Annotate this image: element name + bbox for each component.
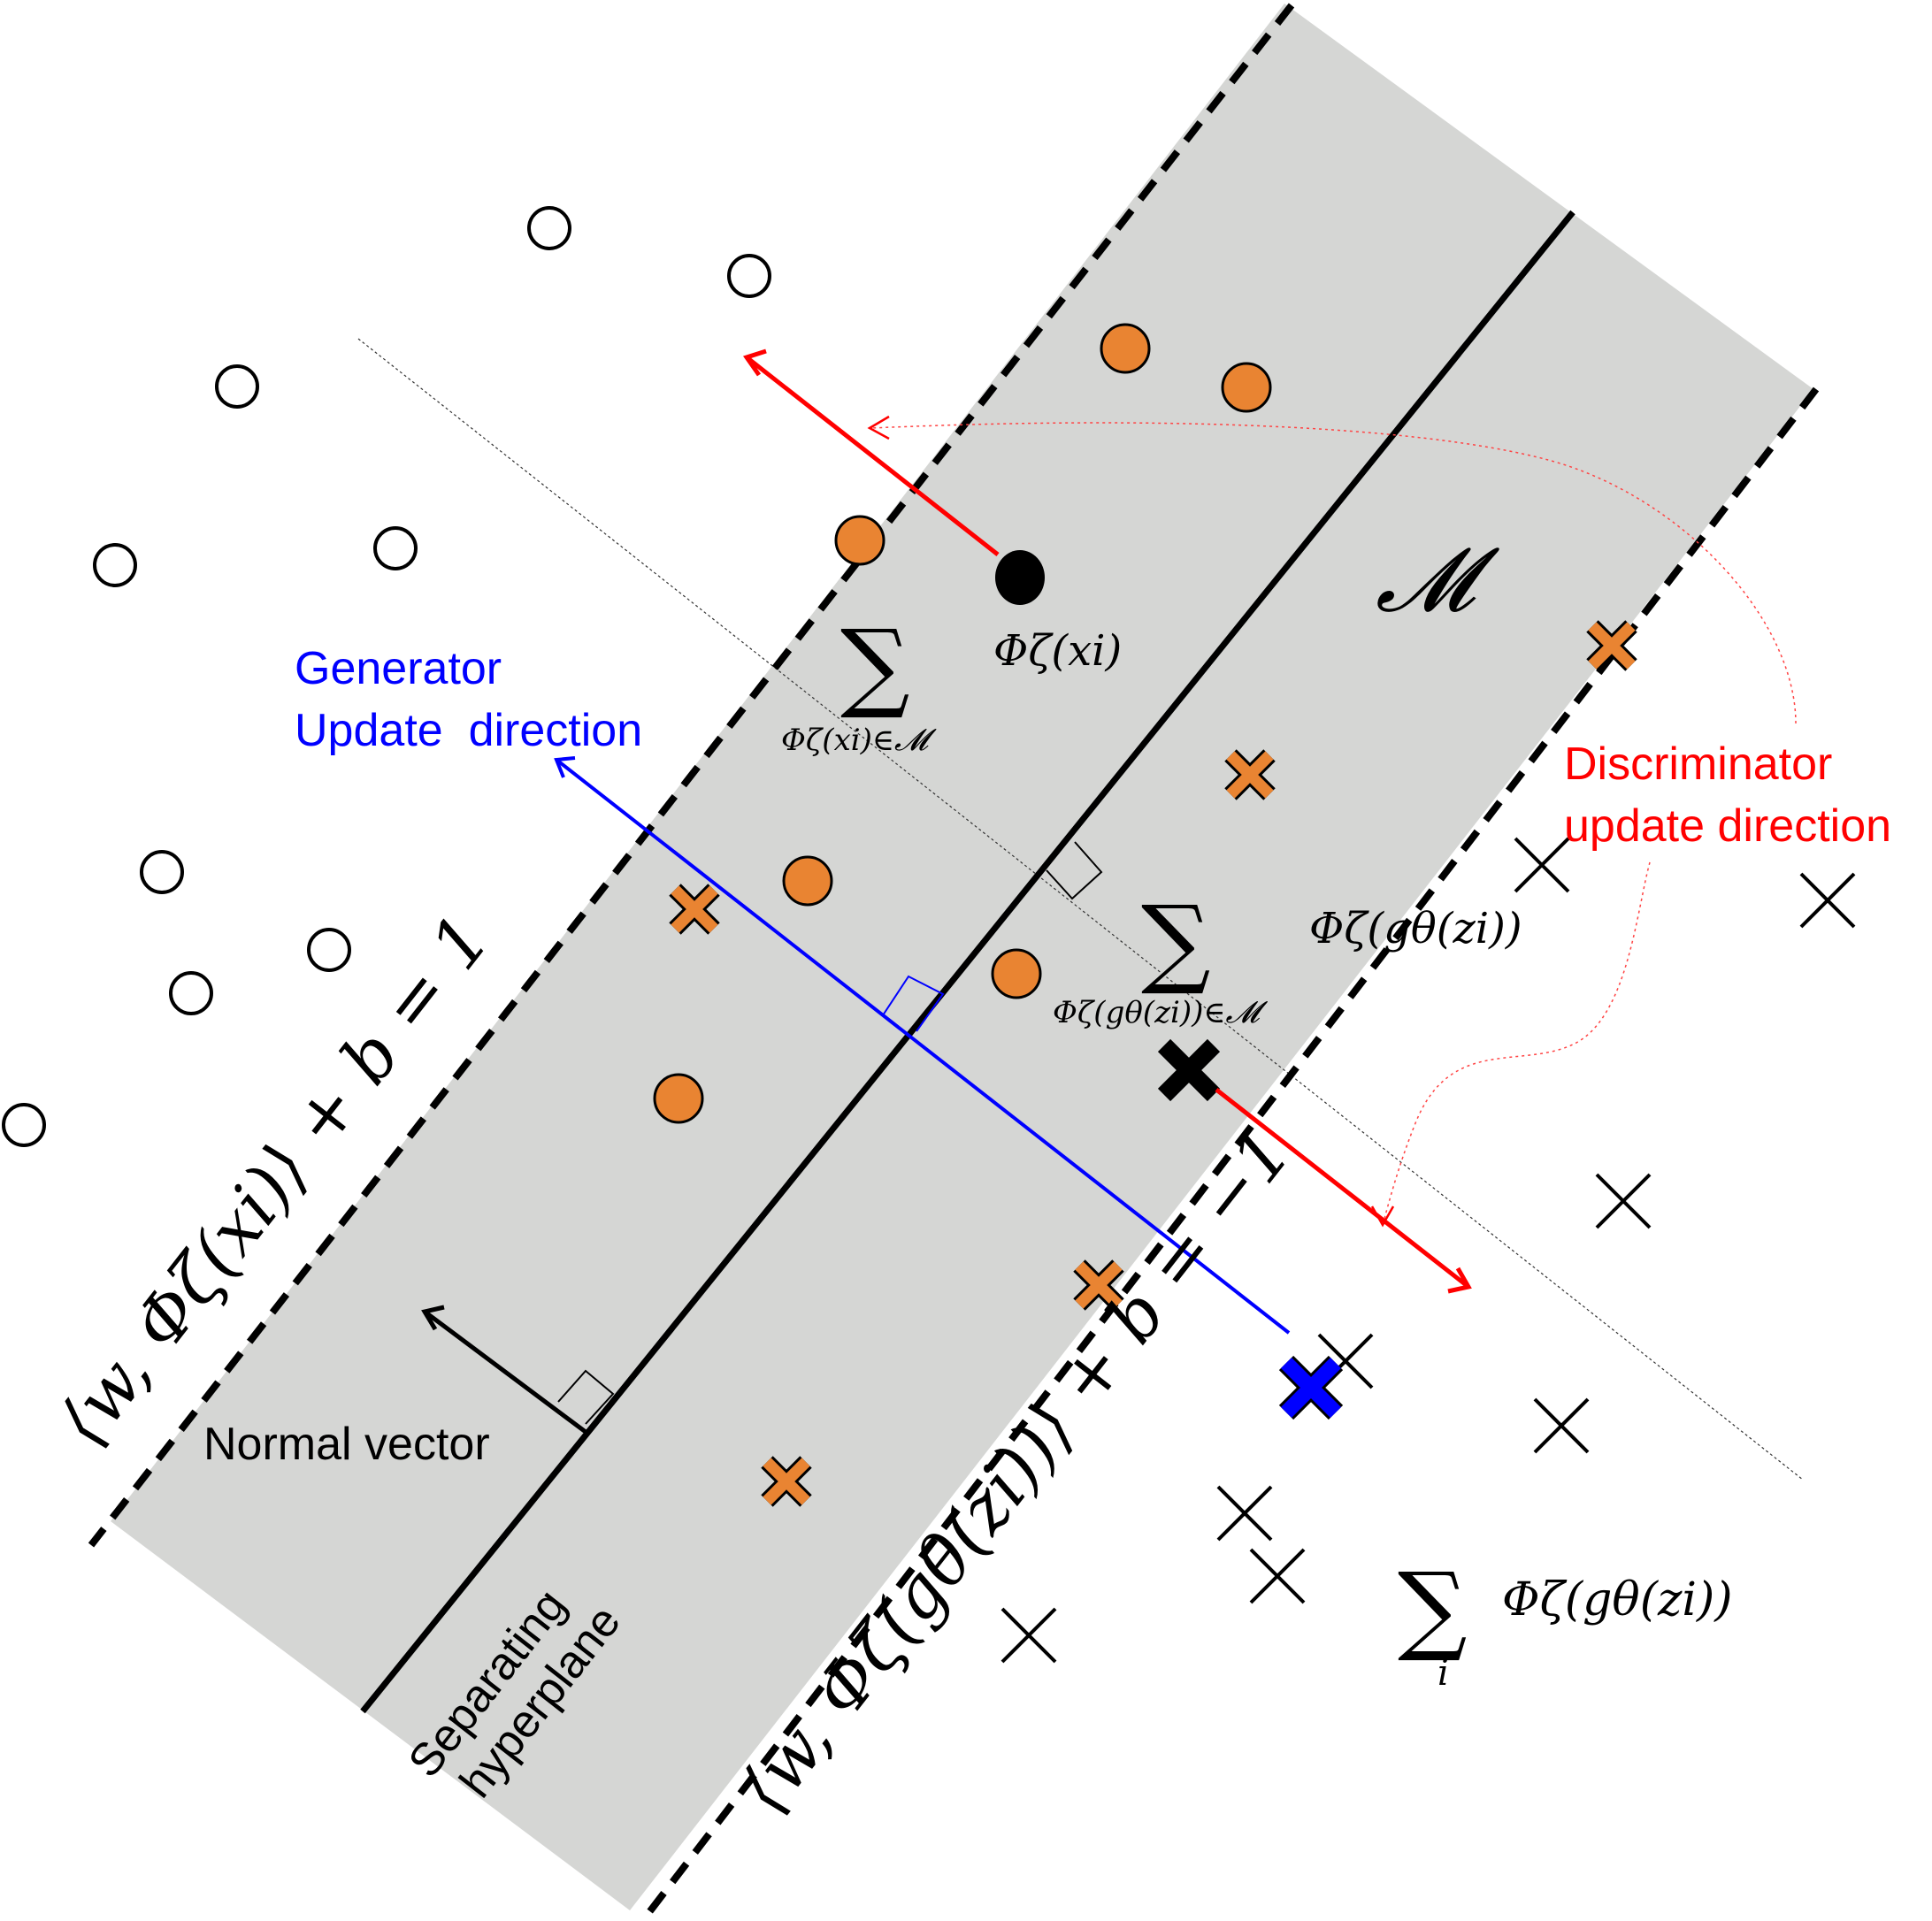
sum-all-fake-subscript: i — [1438, 1653, 1449, 1694]
orange-filled-circle-icon — [653, 1073, 704, 1124]
sum-fake-subscript: Φζ(gθ(zi))∈𝓜 — [1053, 995, 1269, 1030]
orange-filled-circle-icon — [1221, 362, 1272, 413]
sum-real-subscript: Φζ(xi)∈𝓜 — [781, 723, 937, 758]
open-circle-icon — [2, 1103, 46, 1147]
discriminator-callout-lower — [1382, 861, 1651, 1226]
real-samples-in-margin — [653, 323, 1272, 1124]
arrowhead-icon — [421, 1305, 445, 1331]
generator-direction-line — [555, 758, 1291, 1335]
phi-xi-label: Φζ(xi) — [993, 626, 1122, 676]
phi-g-zi-label: Φζ(gθ(zi)) — [1309, 904, 1522, 953]
open-circle-icon — [727, 254, 771, 298]
thin-x-icon — [1533, 1397, 1590, 1454]
margin-band — [111, 4, 1813, 1910]
generator-label-line2: Update direction — [295, 705, 642, 756]
orange-filled-circle-icon — [991, 948, 1042, 999]
thin-x-icon — [1249, 1548, 1306, 1604]
sum-all-fake-term: Φζ(gθ(zi)) — [1502, 1573, 1733, 1626]
generator-label-line1: Generator — [295, 643, 502, 694]
black-bold-x-icon — [1157, 1038, 1221, 1102]
arrowhead-icon — [1370, 1205, 1395, 1228]
open-circle-icon — [93, 543, 137, 587]
orange-x-icon — [1586, 620, 1637, 671]
arrowhead-icon — [554, 756, 576, 778]
right-angle-marker-generator — [882, 975, 945, 1032]
discriminator-arrow-real — [745, 356, 1000, 556]
orange-filled-circle-icon — [782, 855, 833, 907]
open-circle-icon — [527, 206, 571, 250]
right-angle-marker-normal — [557, 1369, 615, 1425]
thin-x-icon — [1595, 1173, 1652, 1229]
open-circle-icon — [307, 928, 351, 972]
orange-x-icon — [761, 1456, 812, 1507]
right-angle-marker-top — [1046, 841, 1103, 900]
normal-vector-arrow — [423, 1309, 587, 1435]
discriminator-arrow-fake — [1215, 1088, 1470, 1289]
fake-samples-in-margin — [669, 620, 1637, 1507]
arrowhead-icon — [1447, 1267, 1472, 1294]
thin-x-icon — [1000, 1607, 1057, 1664]
orange-filled-circle-icon — [1100, 323, 1151, 374]
upper-margin-boundary — [88, 3, 1295, 1548]
black-filled-circle-icon — [995, 550, 1045, 605]
orange-x-icon — [1073, 1259, 1124, 1311]
orange-x-icon — [669, 884, 720, 935]
open-circle-icon — [140, 850, 184, 894]
open-circle-icon — [169, 971, 213, 1015]
discriminator-label-line1: Discriminator — [1564, 739, 1832, 790]
thin-x-icon — [1216, 1485, 1273, 1542]
normal-vector-label: Normal vector — [203, 1419, 490, 1470]
sum-fake-symbol: ∑ — [1141, 884, 1211, 998]
arrowhead-icon — [743, 348, 767, 377]
open-circle-icon — [373, 526, 418, 570]
discriminator-label-line2: update direction — [1564, 800, 1891, 852]
orange-x-icon — [1224, 749, 1276, 800]
discriminator-callout-upper — [870, 422, 1797, 724]
real-samples-outside — [2, 206, 771, 1147]
open-circle-icon — [215, 364, 259, 409]
thin-x-icon — [1799, 872, 1856, 929]
sum-real-symbol: ∑ — [840, 608, 910, 722]
thin-x-icon — [1514, 837, 1570, 893]
arrowhead-icon — [867, 415, 890, 440]
normal-guide-line — [357, 338, 1804, 1481]
blue-bold-x-icon — [1278, 1355, 1344, 1420]
separating-hyperplane-line — [360, 210, 1576, 1714]
orange-filled-circle-icon — [834, 515, 886, 566]
sum-all-fake-symbol: ∑ — [1398, 1551, 1468, 1665]
